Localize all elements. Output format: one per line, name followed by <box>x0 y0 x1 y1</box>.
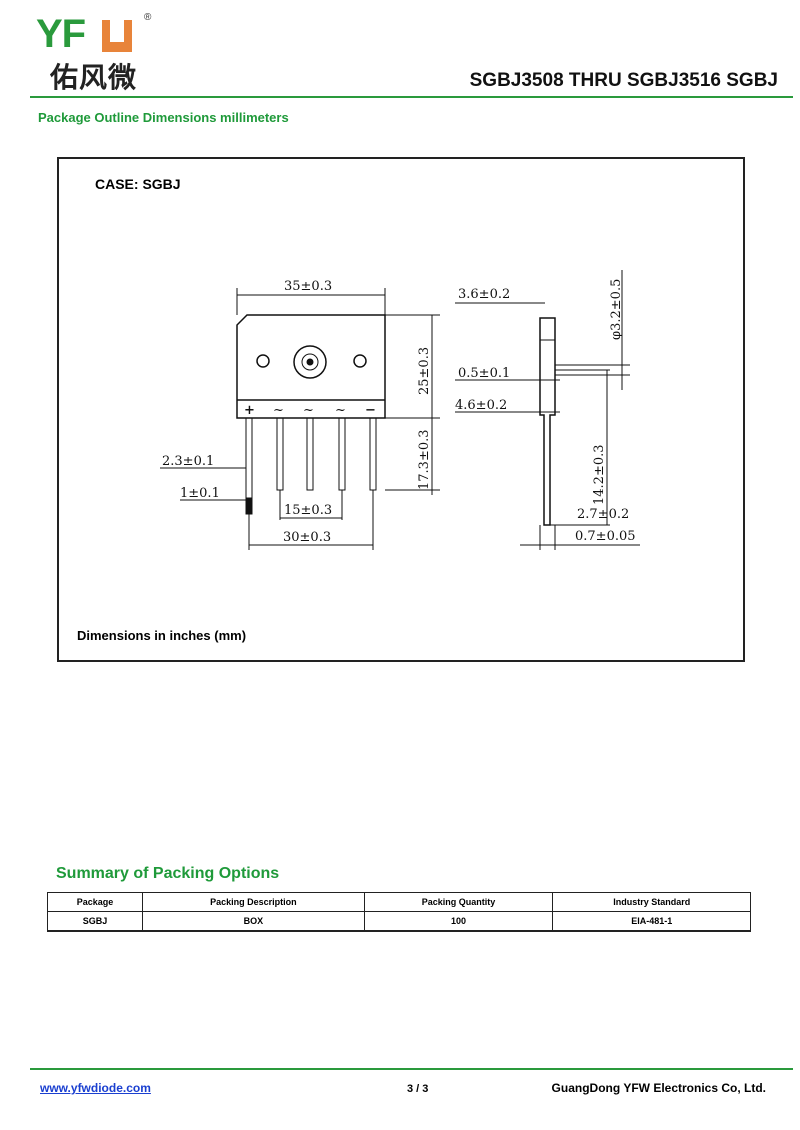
table-row: SGBJ BOX 100 EIA-481-1 <box>46 911 751 932</box>
header-package: Package <box>46 892 144 912</box>
dim-side-b: 4.6±0.2 <box>455 398 507 413</box>
registered-mark: ® <box>144 12 152 23</box>
package-outline-drawing: + ~ ~ ~ − 35±0.3 25±0.3 17.3±0.3 2.3±0.1… <box>160 270 640 550</box>
website-link[interactable]: www.yfwdiode.com <box>40 1081 151 1095</box>
header-description: Packing Description <box>142 892 365 912</box>
units-note: Dimensions in inches (mm) <box>77 628 247 643</box>
dim-side-a: 0.5±0.1 <box>458 366 510 381</box>
dim-lead-length: 17.3±0.3 <box>417 429 432 490</box>
dim-height: 25±0.3 <box>417 347 432 395</box>
dim-side-d: 0.7±0.05 <box>575 529 636 544</box>
dim-lead-width: 2.3±0.1 <box>162 454 214 469</box>
header-quantity: Packing Quantity <box>363 892 554 912</box>
cell-description: BOX <box>142 911 365 932</box>
leads <box>245 417 377 515</box>
side-view <box>539 317 556 526</box>
terminal-ac: ~ <box>335 403 346 418</box>
table-header-row: Package Packing Description Packing Quan… <box>46 892 751 912</box>
outline-drawing-frame <box>57 157 745 662</box>
cell-standard: EIA-481-1 <box>552 911 751 932</box>
logo-chinese-text: 佑风微 <box>50 61 138 94</box>
header-divider <box>30 96 793 98</box>
dim-side-top: 3.6±0.2 <box>458 287 510 302</box>
cell-package: SGBJ <box>46 911 144 932</box>
dim-pitch: 15±0.3 <box>284 503 332 518</box>
dim-lead-thickness: 1±0.1 <box>180 486 220 501</box>
terminal-plus: + <box>244 403 255 418</box>
company-name: GuangDong YFW Electronics Co, Ltd. <box>551 1081 766 1095</box>
yfw-logo: YF ® 佑风微 <box>36 12 152 94</box>
mount-hole-left <box>256 354 270 368</box>
footer-divider <box>30 1068 793 1070</box>
center-hole <box>293 345 327 379</box>
mount-hole-right <box>353 354 367 368</box>
page-number: 3 / 3 <box>407 1083 429 1095</box>
dim-side-lead: 14.2±0.3 <box>592 444 607 505</box>
section-title: Package Outline Dimensions millimeters <box>38 110 289 125</box>
terminal-minus: − <box>365 403 376 418</box>
terminal-ac: ~ <box>303 403 314 418</box>
header-standard: Industry Standard <box>552 892 751 912</box>
dim-width: 35±0.3 <box>284 279 332 294</box>
dim-side-c: 2.7±0.2 <box>577 507 629 522</box>
document-title: SGBJ3508 THRU SGBJ3516 SGBJ <box>469 70 778 91</box>
case-label: CASE: SGBJ <box>95 176 181 192</box>
dim-span: 30±0.3 <box>283 530 331 545</box>
terminal-ac: ~ <box>273 403 284 418</box>
packing-title: Summary of Packing Options <box>56 865 280 882</box>
packing-table: Package Packing Description Packing Quan… <box>46 892 751 932</box>
dim-hole: φ3.2±0.5 <box>609 279 624 340</box>
cell-quantity: 100 <box>363 911 554 932</box>
